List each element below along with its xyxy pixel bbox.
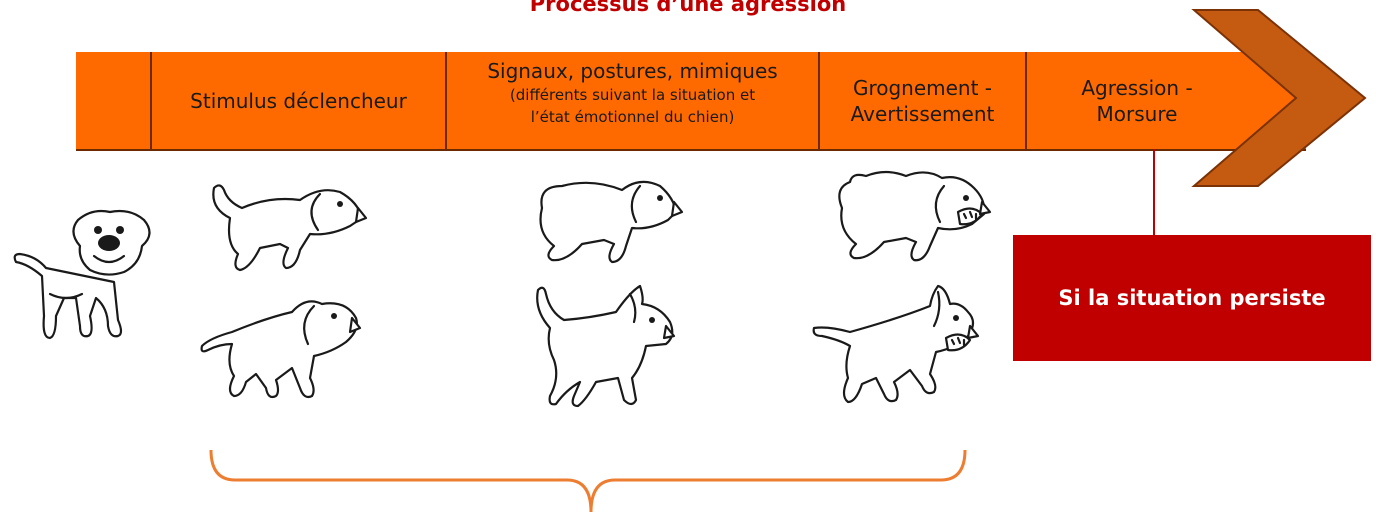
dog-growl-crouch-icon	[838, 170, 992, 262]
dog-signal-stand-icon	[536, 284, 676, 408]
step-growl: Grognement - Avertissement	[820, 52, 1027, 149]
dog-signal-crouch-icon	[539, 180, 684, 264]
step-signals-sub2: l’état émotionnel du chien)	[530, 108, 735, 126]
neutral-dog-icon	[13, 209, 151, 340]
chevron-arrowhead-icon	[1191, 9, 1367, 187]
step-growl-line2: Avertissement	[850, 101, 995, 126]
step-bite: Agression - Morsure	[1027, 52, 1247, 149]
step-signals: Signaux, postures, mimiques (différents …	[447, 52, 820, 149]
step-bite-line2: Morsure	[1096, 101, 1178, 126]
step-signals-label: Signaux, postures, mimiques	[487, 59, 778, 83]
step-signals-sub1: (différents suivant la situation et	[509, 86, 756, 104]
process-arrow-band	[76, 52, 1306, 149]
step-stimulus-label: Stimulus déclencheur	[190, 88, 407, 113]
grouping-brace	[209, 449, 967, 513]
connector-line	[1153, 149, 1155, 235]
step-growl-line1: Grognement -	[852, 75, 993, 100]
step-blank	[76, 52, 152, 149]
step-stimulus: Stimulus déclencheur	[152, 52, 447, 149]
dog-growl-stand-icon	[812, 284, 980, 404]
dog-stimulus-stand-icon	[200, 300, 362, 399]
step-bite-line1: Agression -	[1081, 75, 1193, 100]
dog-stimulus-crouch-icon	[212, 184, 368, 272]
diagram-title: Processus d’une agression	[529, 0, 847, 16]
band-baseline	[76, 149, 1306, 151]
persist-callout: Si la situation persiste	[1013, 235, 1371, 361]
